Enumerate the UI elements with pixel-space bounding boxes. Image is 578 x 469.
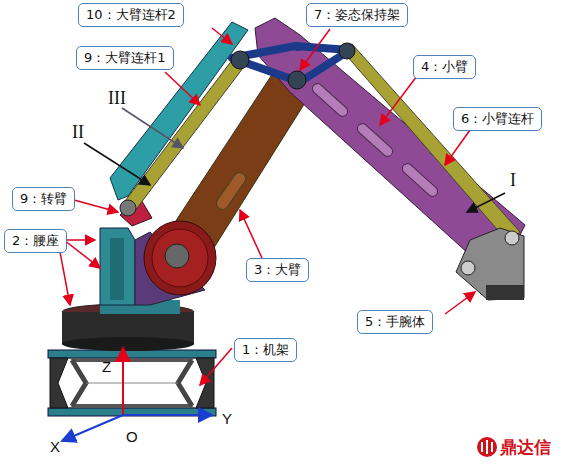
- lbl-roman: III: [108, 88, 126, 109]
- callout-text: 2：腰座: [12, 233, 59, 248]
- callout-text: 6：小臂连杆: [461, 111, 534, 126]
- callout-text: 5：手腕体: [365, 314, 425, 329]
- axes: [62, 348, 212, 441]
- callout-box: 6：小臂连杆: [453, 107, 542, 131]
- callout-text: 9：转臂: [20, 191, 67, 206]
- link-1: [122, 55, 246, 212]
- motor-disk: [144, 221, 216, 295]
- lbl-roman: I: [510, 170, 516, 191]
- callout-box: 2：腰座: [4, 229, 67, 253]
- callout-box: 4：小臂: [413, 55, 476, 79]
- callout-box: 5：手腕体: [357, 310, 433, 334]
- callout-box: 1：机架: [234, 338, 297, 362]
- axis-label: X: [50, 438, 60, 455]
- frame: [48, 350, 216, 416]
- axis-label: Y: [222, 410, 232, 427]
- callout-text: 1：机架: [242, 342, 289, 357]
- forearm: [255, 18, 525, 255]
- base-turntable: [62, 300, 194, 351]
- callout-box: 10：大臂连杆2: [78, 3, 184, 27]
- wrist: [456, 228, 524, 300]
- watermark-logo: [477, 437, 497, 457]
- lbl-roman: II: [72, 122, 84, 143]
- callout-text: 4：小臂: [421, 59, 468, 74]
- callout-box: 9：大臂连杆1: [76, 46, 174, 70]
- callout-text: 9：大臂连杆1: [84, 50, 166, 65]
- callout-box: 3：大臂: [246, 258, 309, 282]
- callout-text: 10：大臂连杆2: [86, 7, 176, 22]
- callout-box: 9：转臂: [12, 187, 75, 211]
- callout-text: 7：姿态保持架: [314, 7, 400, 22]
- attitude-frame: [231, 43, 355, 89]
- watermark: 鼎达信: [500, 436, 551, 459]
- axis-label: O: [126, 428, 138, 445]
- axis-label: Z: [102, 358, 111, 375]
- forearm-link: [340, 44, 520, 242]
- callout-text: 3：大臂: [254, 262, 301, 277]
- leader-lines: [60, 28, 475, 385]
- callout-box: 7：姿态保持架: [306, 3, 408, 27]
